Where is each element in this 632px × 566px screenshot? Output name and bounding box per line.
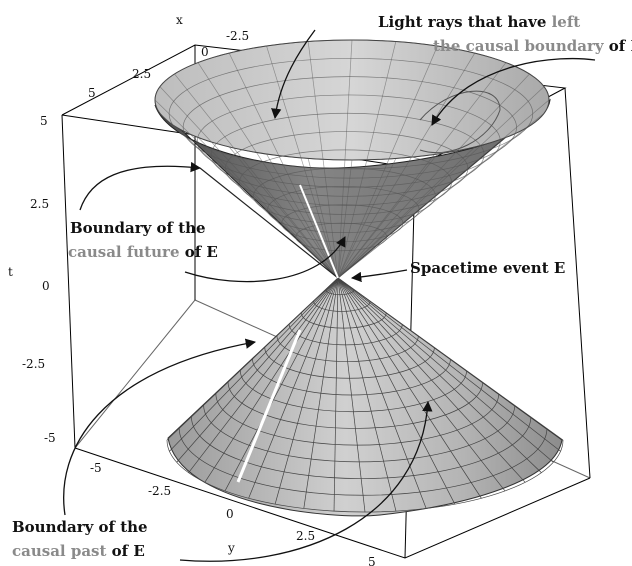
svg-text:causal past of E: causal past of E [12,542,145,560]
annotation-future: Boundary of the causal future of E [68,219,218,261]
mesh-line [337,125,530,279]
mesh-line [176,277,339,463]
mesh-line [337,62,507,279]
mesh-line [159,86,339,279]
y-axis: -5 -2.5 0 y 2.5 5 [90,461,376,566]
y-tick: -2.5 [148,484,171,498]
mesh-line [174,73,339,279]
y-tick: 0 [226,507,234,521]
future-cone [154,39,551,279]
mesh-line [307,41,339,279]
mesh-line [337,277,542,473]
mesh-line [337,277,561,452]
mesh-line [266,45,339,279]
mesh-line [337,146,476,279]
y-tick: -5 [90,461,102,475]
x-axis: x -2.5 0 2.5 5 [88,13,249,100]
mesh-line [337,277,456,505]
mesh-line [337,277,564,441]
annotation-light-rays: Light rays that have left the causal bou… [378,13,632,55]
mesh-line [337,277,506,492]
mesh-line [248,277,339,499]
mesh-line [266,153,339,279]
mesh-line [337,86,545,279]
mesh-line [303,277,339,509]
mesh-line [337,137,507,279]
causal-boundary-text: the causal boundary [433,37,605,55]
mesh-line [197,62,339,279]
mesh-line [337,153,438,279]
t-tick: 0 [42,279,50,293]
annotation-arrows [63,29,596,562]
svg-text:the causal boundary of E: the causal boundary of E [433,37,632,55]
mesh-line [337,158,397,279]
t-tick: 5 [40,114,48,128]
mesh-line [169,277,339,452]
mesh-line [337,45,438,279]
mesh-line [188,277,339,473]
mesh-line [166,277,339,441]
mesh-line [274,277,339,505]
mesh-line [337,52,476,279]
mesh-line [204,277,339,483]
mesh-line [337,159,353,279]
x-tick: 2.5 [132,67,151,81]
mesh-line [224,277,339,492]
mesh-line [337,73,530,279]
mesh-line [333,277,339,512]
x-tick: 5 [88,86,96,100]
mesh-line [197,137,339,279]
t-tick: -2.5 [22,357,45,371]
past-line1: Boundary of the [12,518,148,536]
svg-text:Light rays that have left: Light rays that have left [378,13,580,31]
t-tick: -5 [44,431,56,445]
t-axis: t 5 2.5 0 -2.5 -5 [8,114,56,445]
t-axis-label: t [8,265,13,279]
mesh-line [228,52,339,279]
x-tick: 0 [201,45,209,59]
mesh-line [154,99,339,279]
mesh-line [337,277,366,513]
mesh-line [337,277,554,463]
annotation-event: Spacetime event E [410,259,565,277]
causal-past-text: causal past [12,542,106,560]
mesh-line [337,277,397,512]
y-tick: 5 [368,555,376,566]
mesh-line [337,277,482,499]
mesh-line [228,146,339,279]
mesh-line [307,158,339,279]
mesh-line [166,439,564,513]
y-axis-label: y [227,541,235,555]
x-tick: -2.5 [226,29,249,43]
annotation-past: Boundary of the causal past of E [12,518,148,560]
past-cone [166,277,564,517]
event-text: Spacetime event E [410,259,565,277]
t-tick: 2.5 [30,197,49,211]
causal-future-text: causal future [68,243,179,261]
mesh-line [337,41,397,279]
mesh-line [159,113,339,279]
of-e-text: of E [604,37,632,55]
future-of-e-text: of E [179,243,217,261]
light-rays-text: Light rays that have [378,13,552,31]
svg-text:causal future of E: causal future of E [68,243,218,261]
mesh-line [337,277,427,509]
x-axis-label: x [176,13,183,27]
future-line1: Boundary of the [70,219,206,237]
mesh-line [337,277,526,483]
past-of-e-text: of E [106,542,144,560]
left-text: left [552,13,581,31]
y-tick: 2.5 [296,529,315,543]
